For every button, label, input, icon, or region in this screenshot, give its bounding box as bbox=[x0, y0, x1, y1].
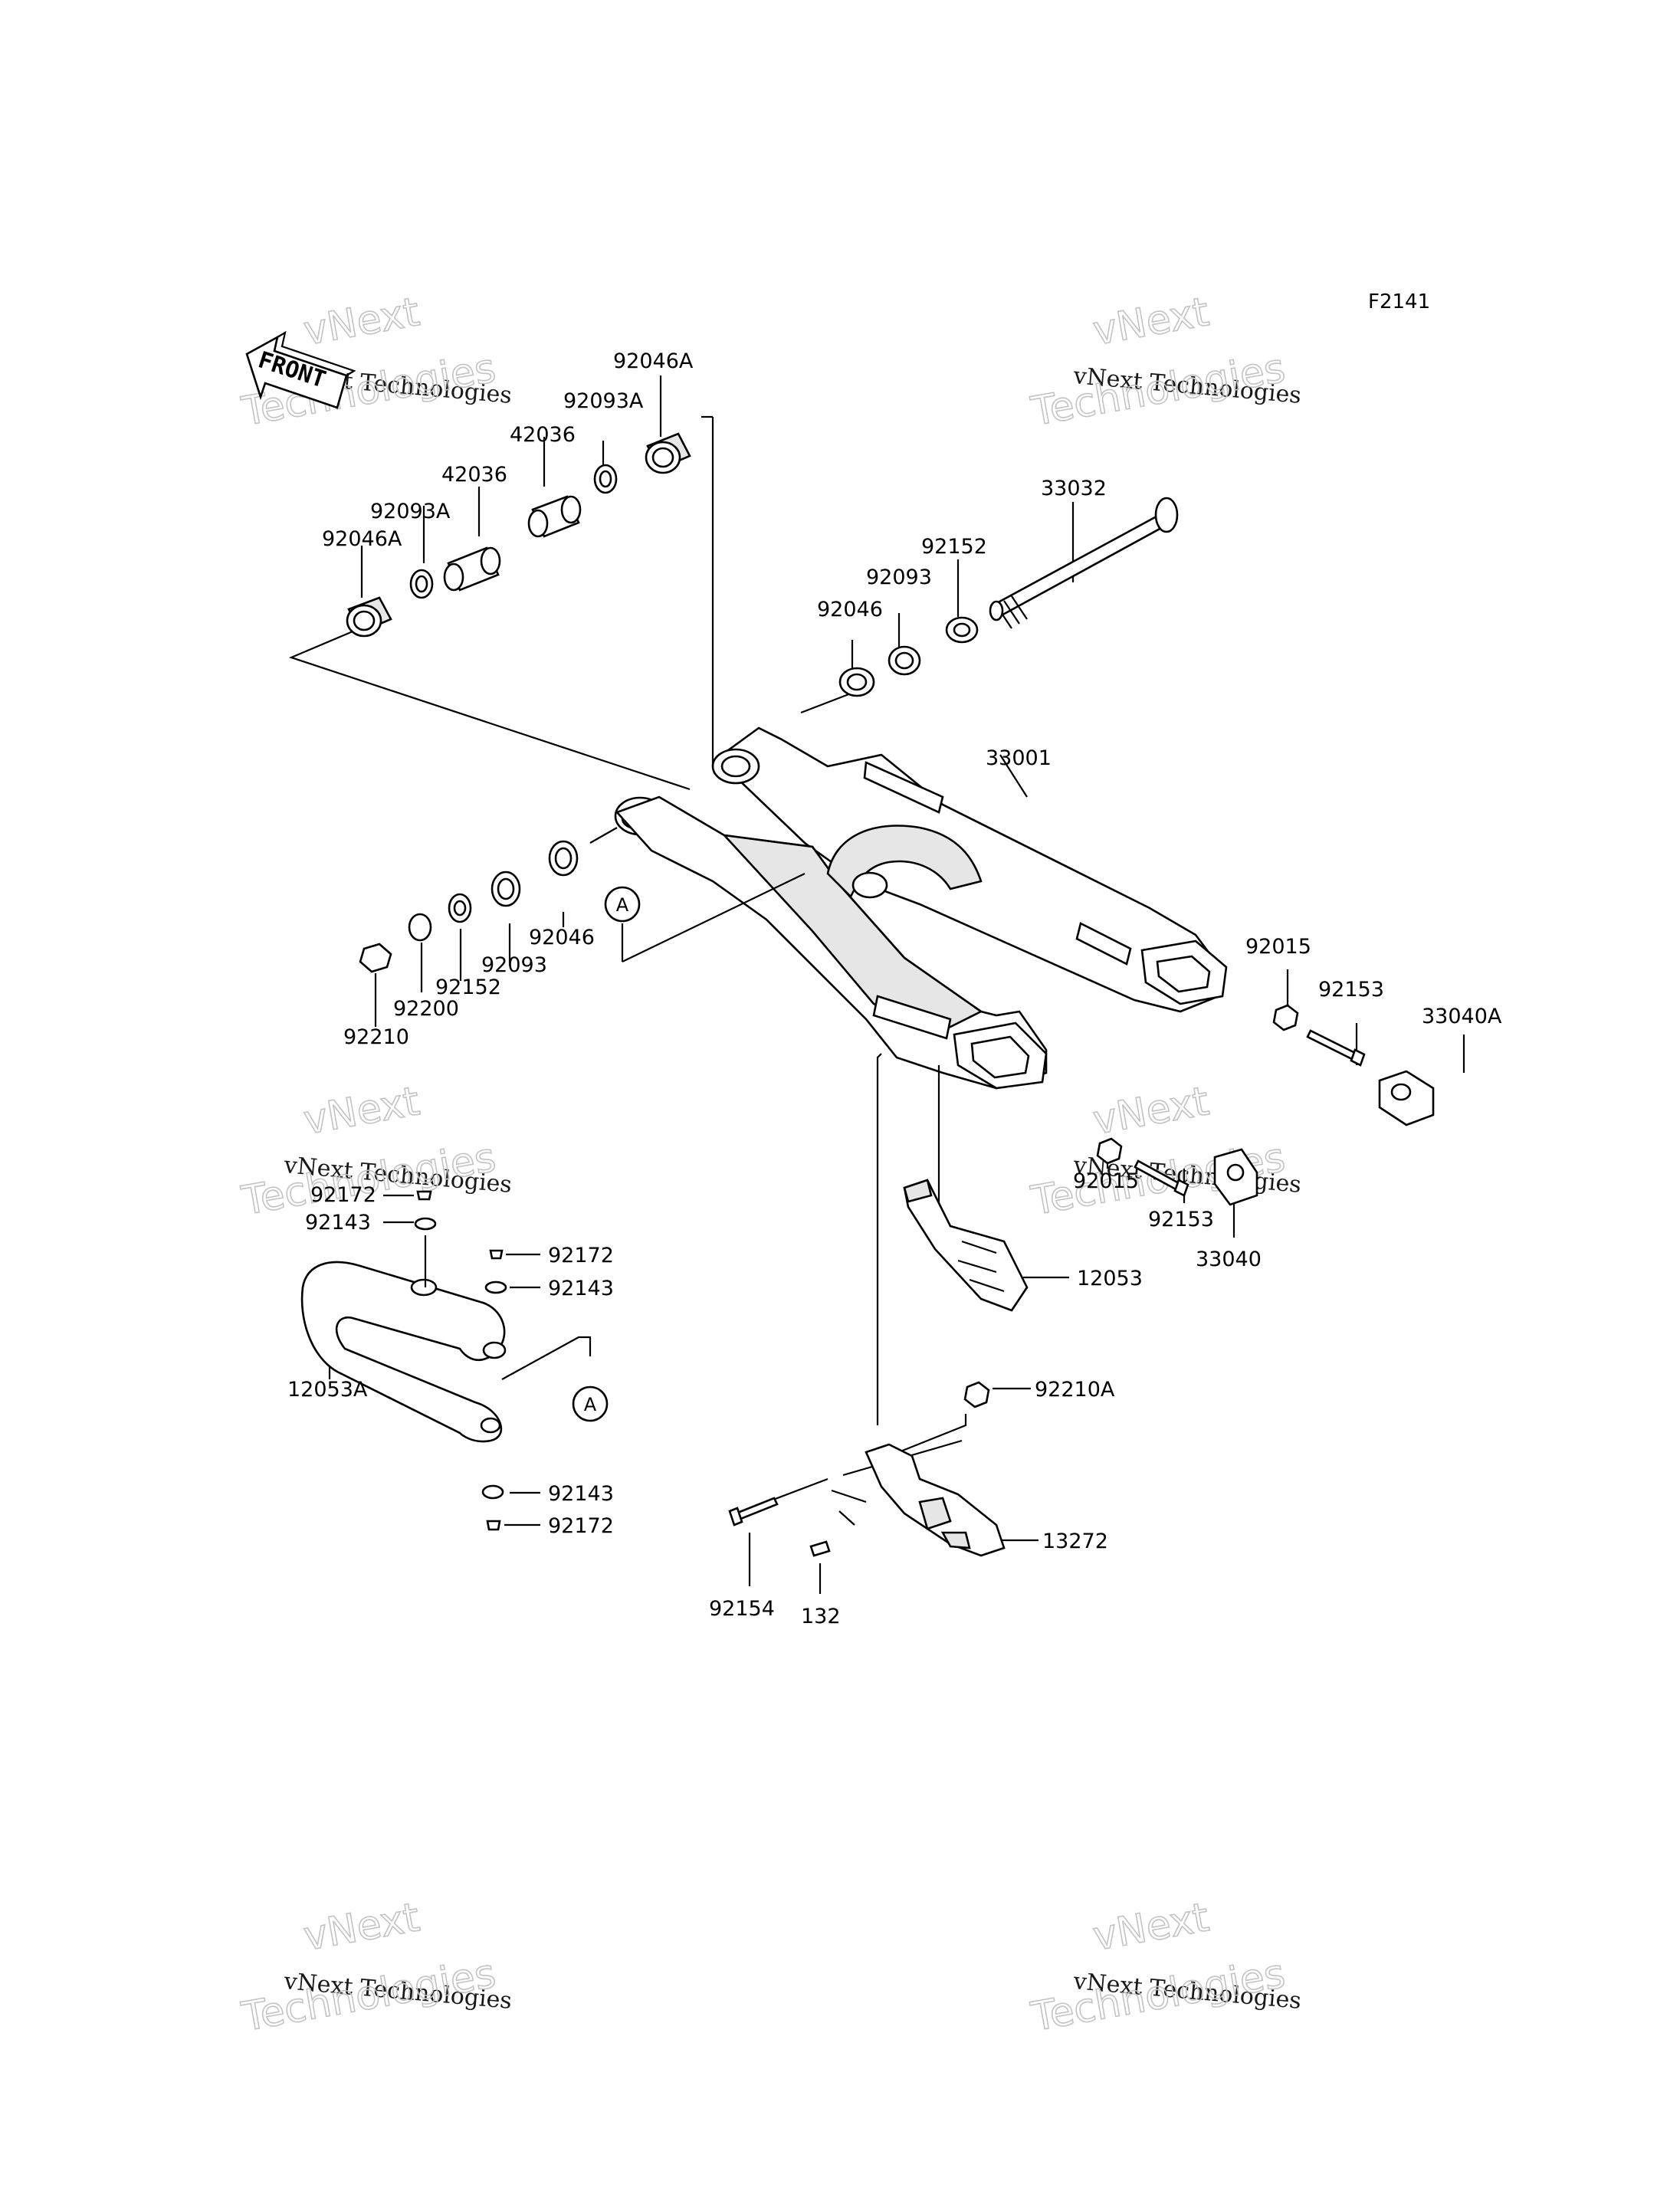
diagram-code: F2141 bbox=[1368, 290, 1430, 313]
screw-92172-b bbox=[489, 1249, 504, 1260]
label-92153-right: 92153 bbox=[1318, 978, 1384, 1002]
seal-92093A-top bbox=[593, 464, 618, 494]
label-33001: 33001 bbox=[986, 746, 1052, 770]
washer-92143-c bbox=[481, 1484, 504, 1500]
bolt-92153-right bbox=[1306, 1029, 1366, 1067]
screw-92172-c bbox=[486, 1520, 501, 1531]
label-92153-mid: 92153 bbox=[1148, 1208, 1214, 1231]
collar-42036-top bbox=[527, 495, 582, 538]
label-42036-mid: 42036 bbox=[441, 463, 507, 487]
label-92093A-top: 92093A bbox=[563, 389, 644, 413]
label-13272: 13272 bbox=[1042, 1530, 1108, 1553]
chain-guide-13272 bbox=[865, 1443, 1006, 1557]
bearing-92046A-top bbox=[645, 432, 691, 474]
svg-text:Technologies: Technologies bbox=[1028, 1951, 1288, 2041]
detail-a-marker-top: A bbox=[604, 886, 641, 923]
label-132: 132 bbox=[801, 1605, 841, 1628]
svg-text:A: A bbox=[584, 1394, 597, 1415]
label-92200: 92200 bbox=[393, 997, 459, 1021]
svg-text:vNext: vNext bbox=[300, 1078, 423, 1143]
nut-92015-right bbox=[1272, 1004, 1299, 1031]
label-92046-top: 92046 bbox=[817, 598, 883, 621]
adjuster-33040 bbox=[1213, 1148, 1258, 1206]
label-92015-mid: 92015 bbox=[1073, 1169, 1139, 1193]
nut-92015-mid bbox=[1096, 1137, 1123, 1165]
label-92172-b: 92172 bbox=[548, 1244, 614, 1267]
label-33032: 33032 bbox=[1041, 477, 1107, 500]
label-92143-b: 92143 bbox=[548, 1277, 614, 1300]
label-92093-left: 92093 bbox=[481, 953, 547, 977]
label-92210: 92210 bbox=[343, 1025, 409, 1049]
label-92172-c: 92172 bbox=[548, 1514, 614, 1538]
swingarm-body bbox=[614, 726, 1228, 1090]
watermark-mid-right: vNext vNext Technologies Technologies bbox=[1027, 1078, 1302, 1225]
label-92143-c: 92143 bbox=[548, 1482, 614, 1506]
label-12053A: 12053A bbox=[287, 1378, 368, 1402]
label-92046A-left: 92046A bbox=[322, 527, 402, 551]
label-92046-left: 92046 bbox=[529, 926, 595, 949]
watermark-bottom-right: vNext vNext Technologies Technologies bbox=[1027, 1894, 1302, 2041]
washer-92143-b bbox=[484, 1280, 507, 1294]
pivot-shaft-33032 bbox=[989, 497, 1179, 629]
bearing-92046A-left bbox=[346, 596, 392, 638]
washer-92200 bbox=[408, 913, 432, 942]
watermark-top-right: vNext vNext Technologies Technologies bbox=[1027, 289, 1302, 436]
label-12053: 12053 bbox=[1077, 1267, 1143, 1290]
seal-92093A-left bbox=[409, 569, 434, 599]
svg-text:vNext: vNext bbox=[1090, 1078, 1212, 1143]
label-92152-top: 92152 bbox=[921, 535, 987, 559]
washer-92143-a bbox=[414, 1217, 437, 1231]
part-labels: 33001 33032 92152 92093 92046 92046A 920… bbox=[287, 349, 1502, 1628]
collar-42036-mid bbox=[443, 546, 501, 592]
bolt-92153-mid bbox=[1134, 1159, 1189, 1197]
watermark-bottom-left: vNext vNext Technologies Technologies bbox=[238, 1894, 513, 2041]
bolt-92154 bbox=[728, 1497, 779, 1526]
seal-92093-left bbox=[491, 871, 521, 907]
label-92152-left: 92152 bbox=[435, 976, 501, 999]
svg-text:vNext: vNext bbox=[300, 1894, 423, 1959]
washer-92152-left bbox=[448, 893, 472, 923]
svg-text:vNext: vNext bbox=[1090, 1894, 1212, 1959]
detail-a-marker-bottom: A bbox=[572, 1385, 609, 1422]
seal-92093-top bbox=[888, 645, 921, 676]
bearing-92046-top bbox=[838, 667, 875, 697]
label-92015-right: 92015 bbox=[1245, 935, 1311, 959]
adjuster-33040A bbox=[1378, 1070, 1435, 1126]
chain-slider-12053A bbox=[300, 1261, 507, 1443]
label-92143-a: 92143 bbox=[305, 1211, 371, 1235]
washer-92152-top bbox=[945, 616, 979, 644]
label-92210A: 92210A bbox=[1035, 1378, 1115, 1402]
nut-92210 bbox=[359, 943, 392, 973]
chain-slider-12053 bbox=[903, 1179, 1029, 1312]
svg-text:A: A bbox=[616, 894, 629, 916]
screw-132 bbox=[809, 1540, 831, 1557]
screw-92172-a bbox=[416, 1190, 432, 1201]
svg-text:Technologies: Technologies bbox=[1028, 346, 1288, 435]
nut-92210A bbox=[963, 1381, 990, 1408]
label-42036-top: 42036 bbox=[510, 423, 576, 447]
label-92093A-left: 92093A bbox=[370, 500, 451, 523]
bearing-92046-left bbox=[548, 840, 579, 877]
label-92046A-top: 92046A bbox=[613, 349, 694, 373]
label-33040: 33040 bbox=[1196, 1248, 1262, 1271]
svg-text:vNext: vNext bbox=[300, 289, 423, 354]
label-92172-a: 92172 bbox=[310, 1183, 376, 1207]
svg-text:vNext: vNext bbox=[1090, 289, 1212, 354]
svg-text:Technologies: Technologies bbox=[238, 1951, 499, 2041]
label-92154: 92154 bbox=[709, 1597, 775, 1621]
label-33040A: 33040A bbox=[1422, 1005, 1502, 1028]
label-92093-top: 92093 bbox=[866, 566, 932, 589]
